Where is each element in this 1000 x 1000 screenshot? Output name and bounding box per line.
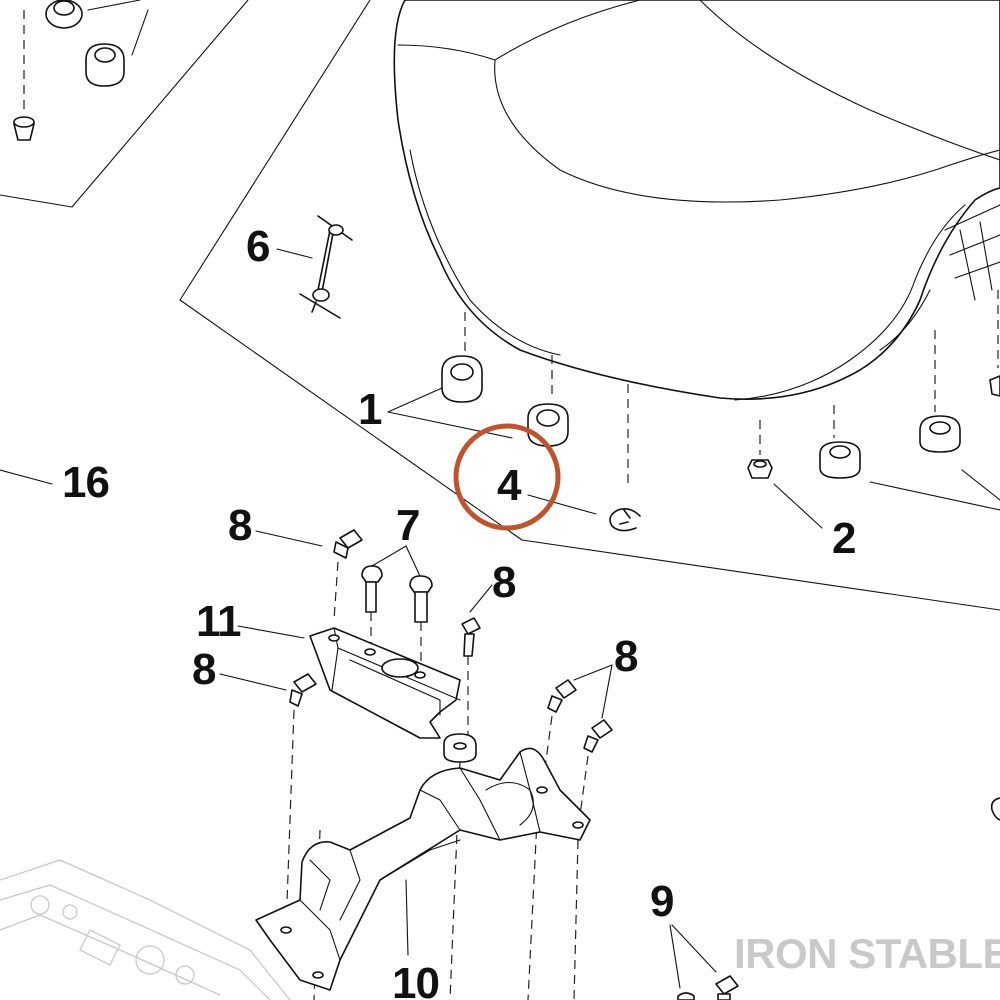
callout-1: 1	[358, 385, 382, 434]
callout-2: 2	[832, 514, 855, 563]
callout-16: 16	[62, 458, 109, 507]
watermark: IRON STABLE	[734, 930, 1000, 977]
top-left-parts	[13, 0, 149, 141]
callout-8-top: 8	[228, 501, 252, 550]
tether-strap	[299, 215, 353, 319]
e-clip	[609, 384, 641, 532]
bolts	[285, 529, 739, 1000]
callouts: 1 2 4 6 7 8 8 8 8 9 10 11 16	[62, 222, 856, 1000]
highlight-circle	[453, 423, 561, 531]
callout-8-right: 8	[614, 632, 638, 681]
callout-8-mid: 8	[492, 558, 516, 607]
seat	[393, 0, 1000, 401]
callout-10: 10	[392, 959, 439, 1000]
leader-lines	[219, 248, 1000, 989]
panel-outlines	[0, 0, 1000, 611]
callout-7: 7	[396, 501, 419, 550]
callout-9: 9	[650, 877, 673, 926]
callout-11: 11	[196, 597, 241, 646]
frame-cross-member	[255, 747, 591, 991]
callout-4: 4	[497, 461, 522, 510]
bracket	[309, 627, 477, 763]
background-frame-rail	[0, 859, 291, 1000]
callout-6: 6	[246, 222, 269, 271]
right-side-mounts	[747, 290, 1000, 821]
callout-8-left: 8	[192, 645, 216, 694]
